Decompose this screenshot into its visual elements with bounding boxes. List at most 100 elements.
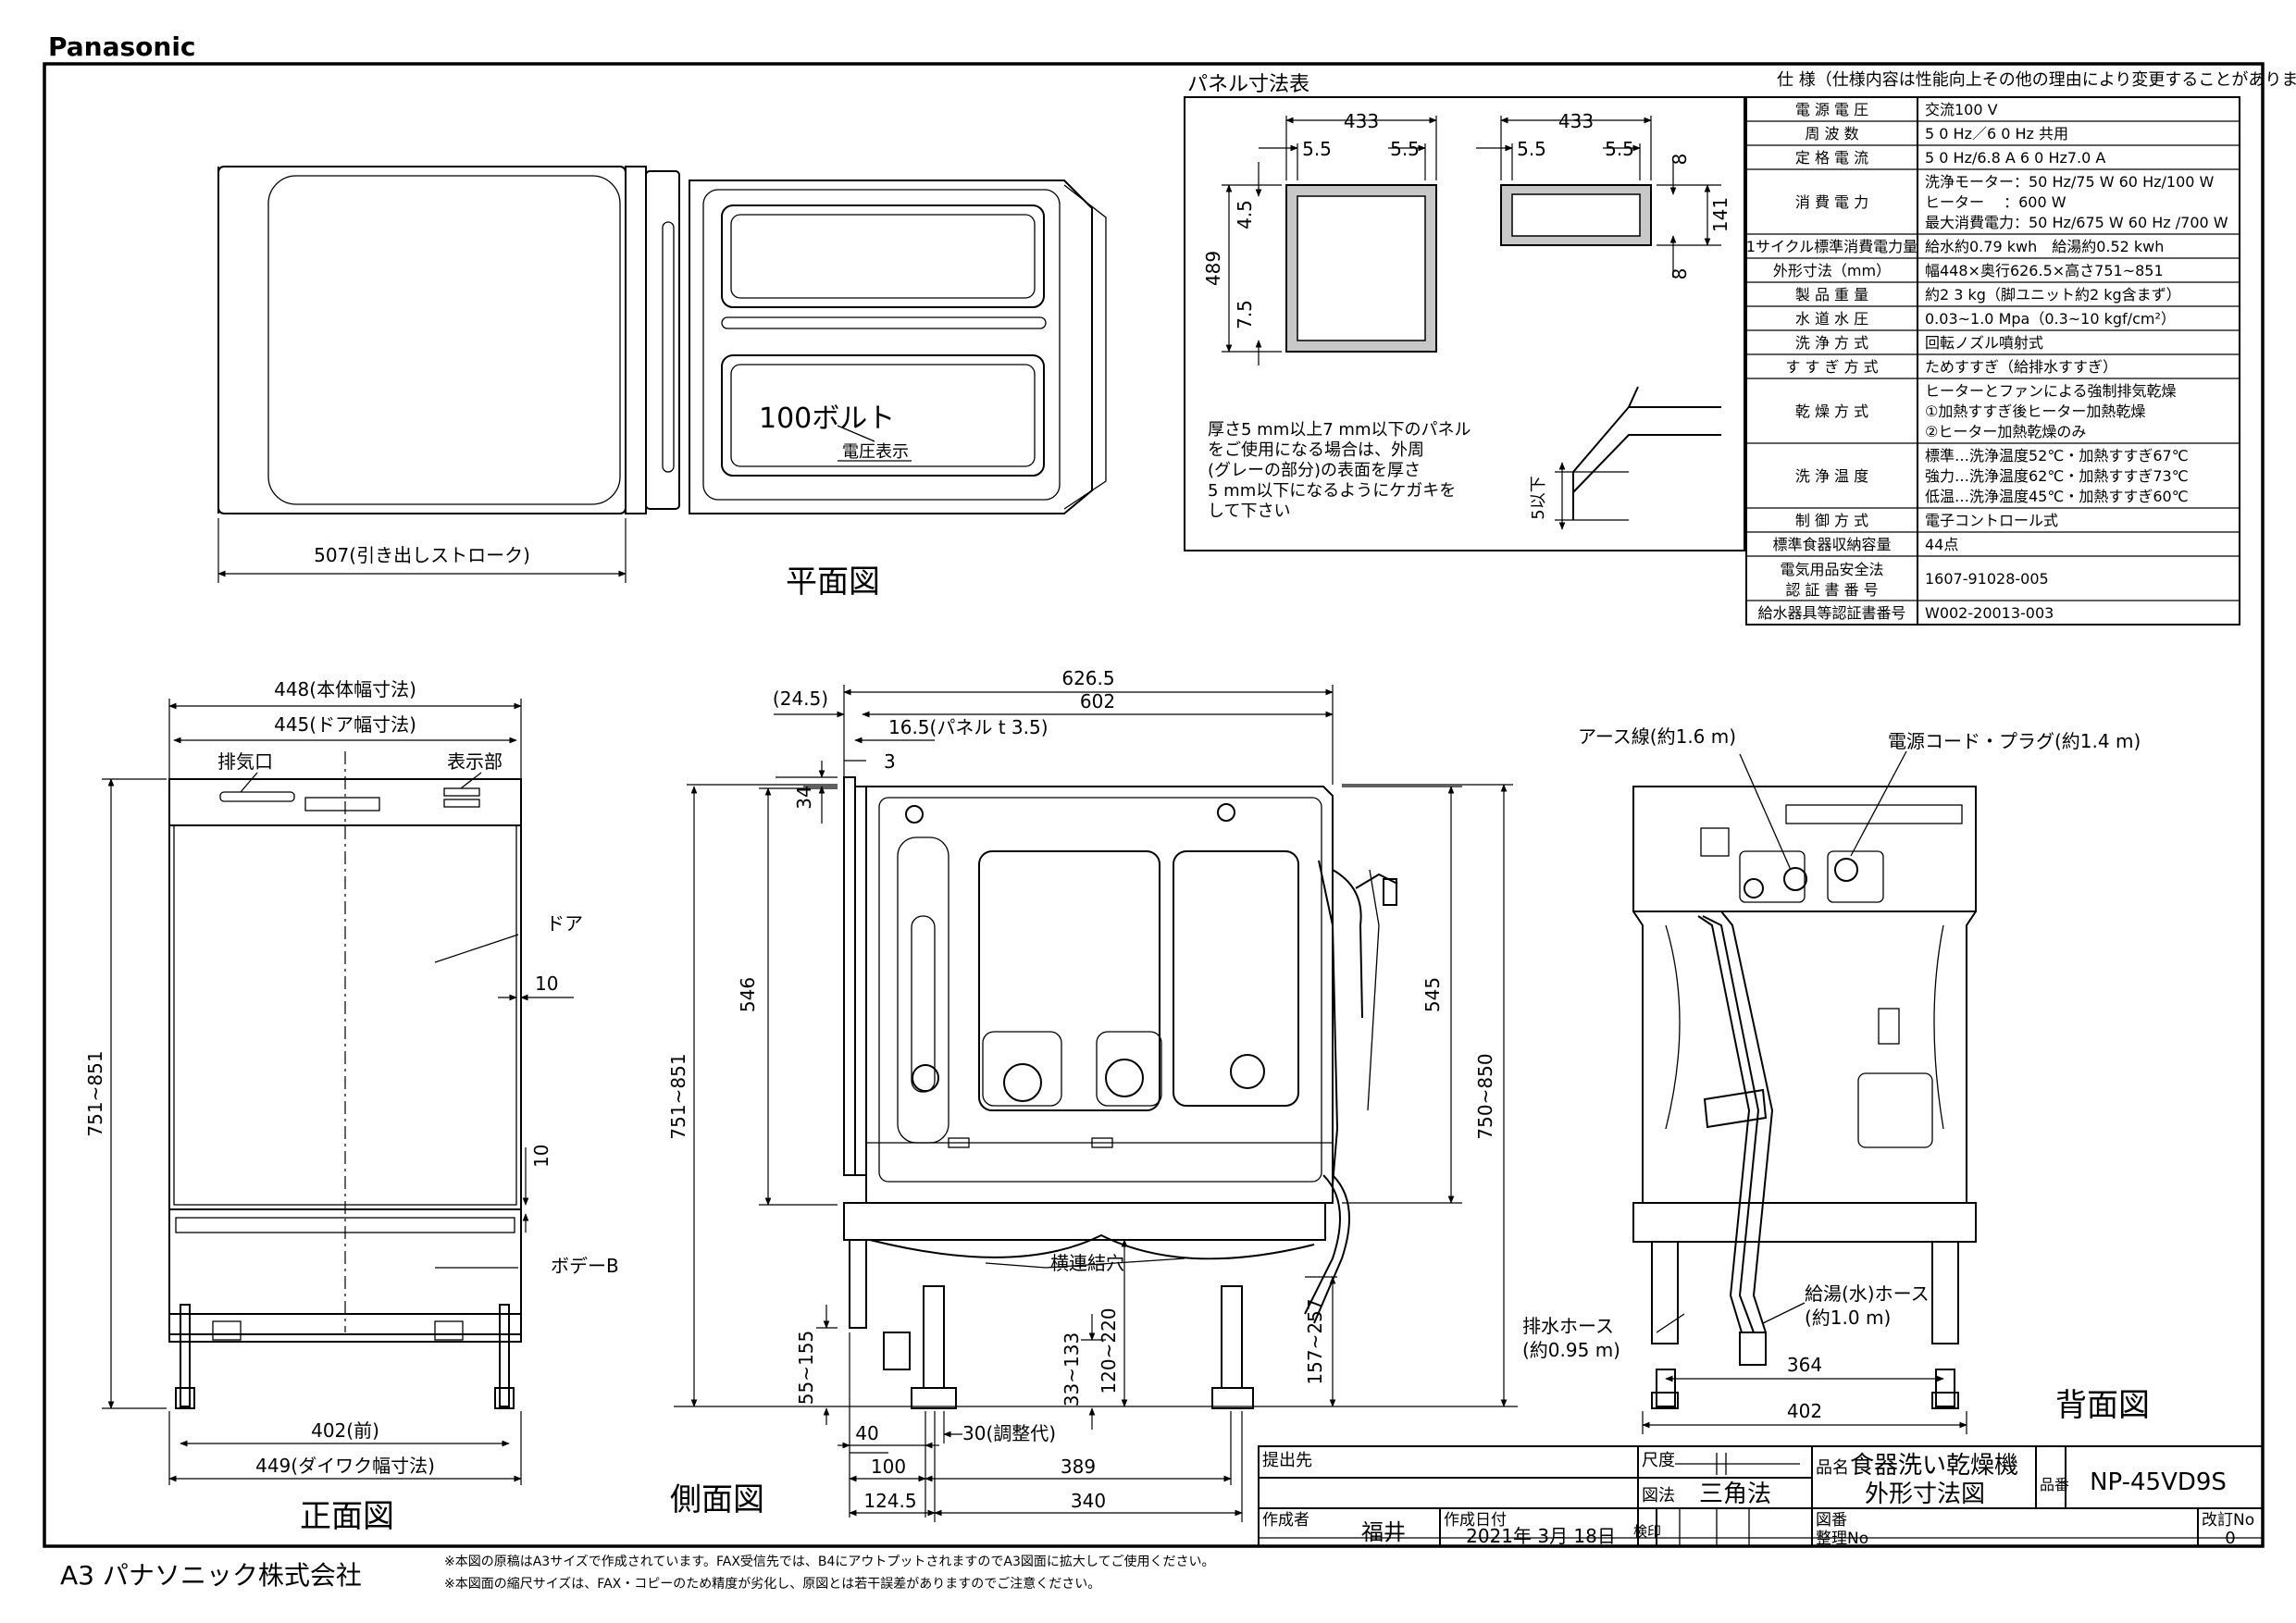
side-d6265: 626.5 [1061,667,1114,689]
back-cord-label: 電源コード・プラグ(約1.4 m) [1888,730,2141,752]
panel-edge-sketch [1555,386,1721,530]
panel-h45: 4.5 [1234,200,1256,229]
spec-value: 5 0 Hz／6 0 Hz 共用 [1925,125,2068,142]
panel-below5: 5以下 [1529,476,1548,519]
spec-key: 制 御 方 式 [1795,512,1868,529]
side-d40: 40 [855,1422,878,1444]
tb-product: 食器洗い乾燥機 [1850,1452,2018,1480]
tb-date-label: 作成日付 [1444,1511,1507,1530]
tb-method: 三角法 [1699,1481,1771,1508]
spec-value: W002-20013-003 [1925,604,2054,622]
svg-text:をご使用になる場合は、外周: をご使用になる場合は、外周 [1208,440,1424,460]
view-title-side: 側面図 [670,1481,764,1518]
spec-value: ①加熱すすぎ後ヒーター加熱乾燥 [1925,403,2145,420]
side-d33: 33~133 [1061,1332,1083,1406]
svg-text:して下さい: して下さい [1208,502,1290,521]
spec-key: す す ぎ 方 式 [1785,358,1878,376]
tb-date: 2021年 3月 18日 [1466,1525,1616,1547]
spec-row: 洗 浄 方 式回転ノズル噴射式 [1746,334,2240,355]
spec-value: 標準…洗浄温度52℃・加熱すすぎ67℃ [1925,447,2189,465]
front-d10a: 10 [535,973,558,995]
spec-key: 消 費 電 力 [1795,193,1868,211]
plan-100v-label: 100ボルト [759,403,895,435]
footer-company: A3 パナソニック株式会社 [60,1560,362,1591]
side-d751: 751~851 [667,1053,689,1139]
spec-value: ためすすぎ（給排水すすぎ） [1925,358,2117,376]
front-bodyB-label: ボデーB [551,1255,619,1277]
panel-h75: 7.5 [1234,300,1256,329]
dim-402-front: 402(前) [311,1419,379,1442]
tb-client-label: 提出先 [1262,1451,1312,1470]
back-supply-len: (約1.0 m) [1805,1307,1891,1329]
spec-key: 乾 燥 方 式 [1795,403,1868,420]
spec-row: 制 御 方 式 電子コントロール式 [1746,512,2240,533]
dim-stroke: 507(引き出しストローク) [314,544,530,566]
side-d245: (24.5) [773,688,828,710]
spec-key: 定 格 電 流 [1795,149,1868,167]
dim-448: 448(本体幅寸法) [274,678,416,700]
spec-value: ②ヒーター加熱乾燥のみ [1925,423,2086,440]
panel-h141: 141 [1709,197,1731,232]
spec-row: 電 源 電 圧交流100 V [1746,101,2240,122]
side-d3: 3 [884,750,896,773]
side-d100: 100 [871,1456,906,1478]
spec-value: 給水約0.79 kwh 給湯約0.52 kwh [1925,238,2164,255]
side-joint-label: 横連結穴 [1050,1252,1124,1274]
spec-value: 電子コントロール式 [1925,512,2058,529]
spec-value: ヒーター ：600 W [1925,193,2066,211]
spec-key: 給水器具等認証書番号 [1757,604,1905,622]
spec-value: 洗浄モーター：50 Hz/75 W 60 Hz/100 W [1925,173,2215,191]
spec-value: 44点 [1925,536,1958,553]
footer-note-2: ※本図面の縮尺サイズは、FAX・コピーのため精度が劣化し、原図とは若干誤差があり… [444,1576,1100,1592]
panel-h489: 489 [1202,251,1224,286]
spec-row: す す ぎ 方 式 ためすすぎ（給排水すすぎ） [1746,358,2240,379]
footer-note-1: ※本図の原稿はA3サイズで作成されています。FAX受信先では、B4にアウトプット… [444,1554,1214,1569]
back-d402: 402 [1787,1400,1822,1422]
svg-text:厚さ5 mm以上7 mm以下のパネル: 厚さ5 mm以上7 mm以下のパネル [1208,420,1471,440]
spec-key: 電気用品安全法認 証 書 番 号 [1780,561,1883,599]
panel-box [1184,96,1745,551]
tb-mgmt-label: 整理No [1816,1530,1868,1548]
side-d55: 55~155 [795,1331,817,1405]
side-d602: 602 [1080,690,1115,712]
side-d120: 120~220 [1098,1307,1120,1394]
spec-key: 標準食器収納容量 [1772,536,1891,553]
panel-note: 厚さ5 mm以上7 mm以下のパネル をご使用になる場合は、外周 (グレーの部分… [1208,420,1471,521]
side-d30: 30(調整代) [962,1422,1056,1444]
svg-text:5 mm以下になるようにケガキを: 5 mm以下になるようにケガキを [1208,481,1456,501]
side-d750: 750~850 [1474,1053,1496,1139]
back-drain-label: 排水ホース [1522,1315,1614,1337]
tb-method-label: 図法 [1642,1486,1675,1505]
title-block [1258,1445,2264,1547]
panel-diagram-2 [1476,116,1721,278]
spec-key: 周 波 数 [1805,125,1858,142]
view-title-front: 正面図 [300,1498,394,1535]
plan-voltage-label: 電圧表示 [842,442,909,462]
spec-row: 周 波 数 5 0 Hz／6 0 Hz 共用 [1746,125,2240,146]
spec-table: 電 源 電 圧交流100 V 周 波 数 5 0 Hz／6 0 Hz 共用定 格 電… [1745,96,2240,626]
spec-value: 幅448×奥行626.5×高さ751~851 [1925,262,2164,279]
spec-row: 製 品 重 量約2 3 kg（脚ユニット約2 kg含まず） [1746,286,2240,307]
panel-h8b: 8 [1669,268,1691,280]
back-drain-len: (約0.95 m) [1522,1339,1620,1361]
spec-row: 給水器具等認証書番号 W002-20013-003 [1746,604,2240,626]
panel-h8a: 8 [1669,154,1691,166]
panel-w2: 433 [1558,110,1594,132]
front-display-label: 表示部 [447,750,503,773]
tb-rev: 0 [2225,1529,2235,1548]
spec-key: 外形寸法（mm） [1773,262,1891,279]
tb-author: 福井 [1361,1519,1406,1545]
front-exhaust-label: 排気口 [217,750,273,773]
spec-value: 最大消費電力：50 Hz/675 W 60 Hz /700 W [1925,214,2228,231]
side-view [674,685,1518,1522]
spec-value: 約2 3 kg（脚ユニット約2 kg含まず） [1925,286,2181,304]
back-view [1632,750,1977,1434]
tb-drawing: 外形寸法図 [1865,1481,1985,1508]
spec-value: 回転ノズル噴射式 [1925,334,2043,352]
tb-check: 検印 [1633,1523,1661,1540]
panel-title: パネル寸法表 [1187,73,1309,96]
spec-key: 水 道 水 圧 [1795,310,1868,328]
outer-frame [43,62,2265,1548]
